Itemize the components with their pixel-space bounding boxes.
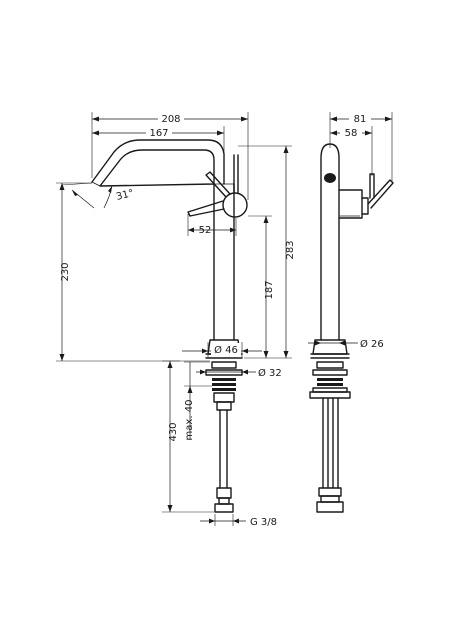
dim-167: 167: [149, 128, 168, 139]
dim-diameter-26: Ø 26: [360, 338, 384, 350]
dim-81: 81: [354, 114, 367, 125]
dim-187: 187: [264, 280, 275, 299]
dim-430: 430: [168, 422, 179, 441]
dim-g-3-8: G 3/8: [250, 517, 277, 528]
side-lever-handle: [367, 179, 394, 209]
dim-diameter-46: Ø 46: [214, 344, 238, 356]
front-column: [213, 183, 235, 341]
side-view: [309, 143, 394, 513]
spout: [91, 139, 225, 187]
side-lever-body: [338, 189, 363, 219]
front-hoses: [219, 409, 228, 489]
dim-230: 230: [60, 262, 71, 281]
dim-31-degrees: 31°: [115, 188, 135, 203]
dim-52: 52: [199, 225, 212, 236]
lever-upper: [205, 171, 231, 198]
dim-max-40: max. 40: [184, 400, 195, 441]
dim-diameter-32: Ø 32: [258, 367, 282, 379]
aerator: [324, 173, 336, 183]
side-thread: [309, 361, 351, 399]
dim-283: 283: [285, 240, 296, 259]
side-hoses: [322, 397, 339, 489]
lever-handle: [187, 200, 225, 217]
dim-208: 208: [161, 114, 180, 125]
dimensions: 208 167 31° 52 283 187: [56, 112, 393, 528]
lever-hub: [222, 192, 248, 218]
dim-58: 58: [345, 128, 358, 139]
front-thread: [205, 361, 243, 411]
